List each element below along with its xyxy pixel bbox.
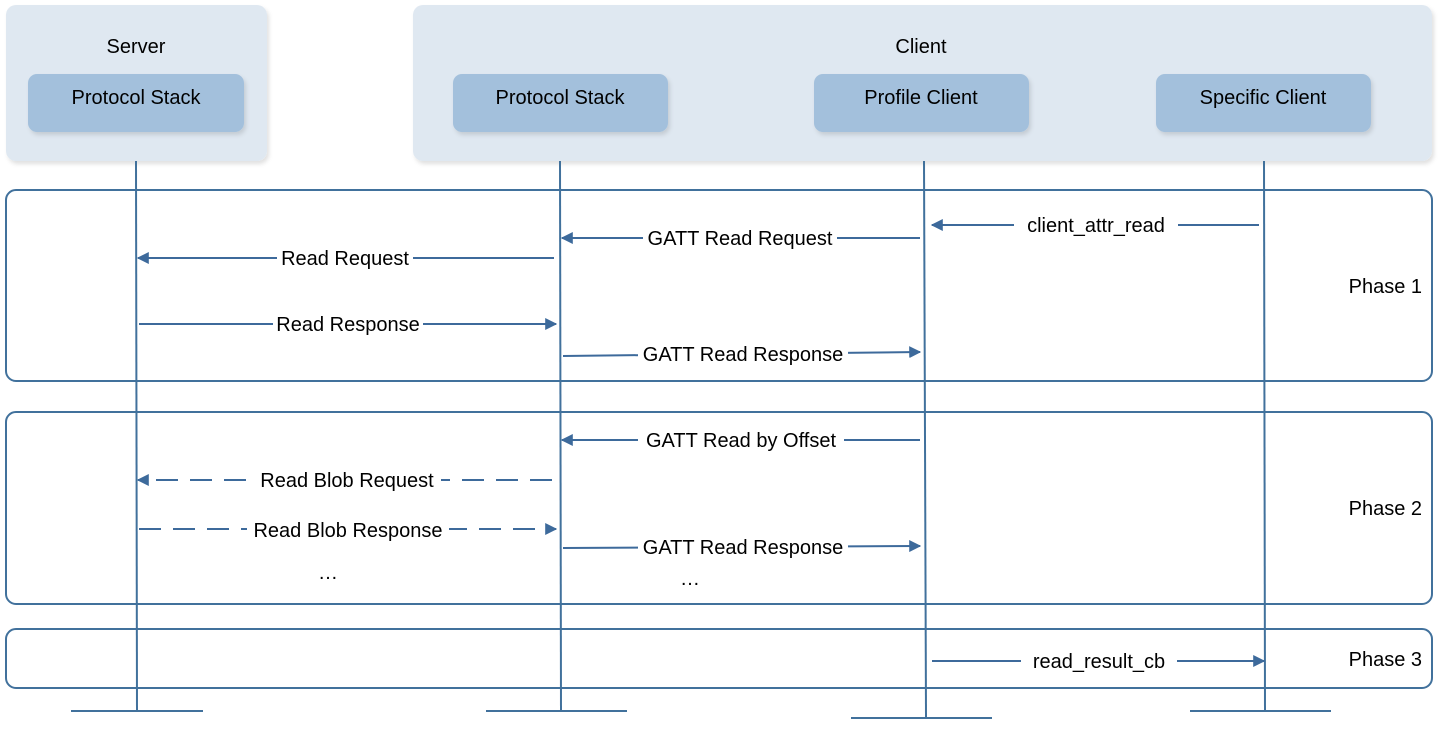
server-group-title: Server [107, 36, 166, 58]
participant-server-stack-label: Protocol Stack [72, 87, 202, 109]
msg-read-request: Read Request [281, 248, 409, 270]
participant-specific-client [1156, 74, 1371, 132]
participant-profile-client-label: Profile Client [864, 87, 978, 109]
msg-gatt-read-response-2: GATT Read Response [643, 537, 843, 559]
lifeline-server-stack [135, 160, 138, 712]
msg-gatt-read-by-offset: GATT Read by Offset [646, 430, 837, 452]
participant-specific-client-label: Specific Client [1200, 87, 1327, 109]
msg-read-blob-response: Read Blob Response [253, 520, 442, 542]
msg-read-response: Read Response [276, 314, 419, 336]
phase-3-label: Phase 3 [1349, 649, 1422, 671]
msg-client-attr-read: client_attr_read [1027, 215, 1165, 237]
msg-gatt-read-response-1: GATT Read Response [643, 344, 843, 366]
participant-client-stack [453, 74, 668, 132]
lifeline-client-stack [559, 160, 562, 712]
msg-read-result-cb: read_result_cb [1033, 651, 1165, 673]
phase-1-label: Phase 1 [1349, 276, 1422, 298]
ellipsis-right: … [680, 568, 700, 590]
phase-1-frame [5, 189, 1433, 382]
phase-3-frame [5, 628, 1433, 689]
msg-read-blob-request: Read Blob Request [260, 470, 434, 492]
ellipsis-left: … [318, 562, 338, 584]
participant-profile-client [814, 74, 1029, 132]
lifeline-specific-client [1263, 160, 1266, 712]
participant-client-stack-label: Protocol Stack [496, 87, 626, 109]
phase-2-label: Phase 2 [1349, 498, 1422, 520]
participant-server-stack [28, 74, 244, 132]
client-group-title: Client [895, 36, 947, 58]
lifeline-profile-client [923, 160, 927, 718]
phase-2-frame [5, 411, 1433, 605]
msg-gatt-read-request: GATT Read Request [648, 228, 833, 250]
